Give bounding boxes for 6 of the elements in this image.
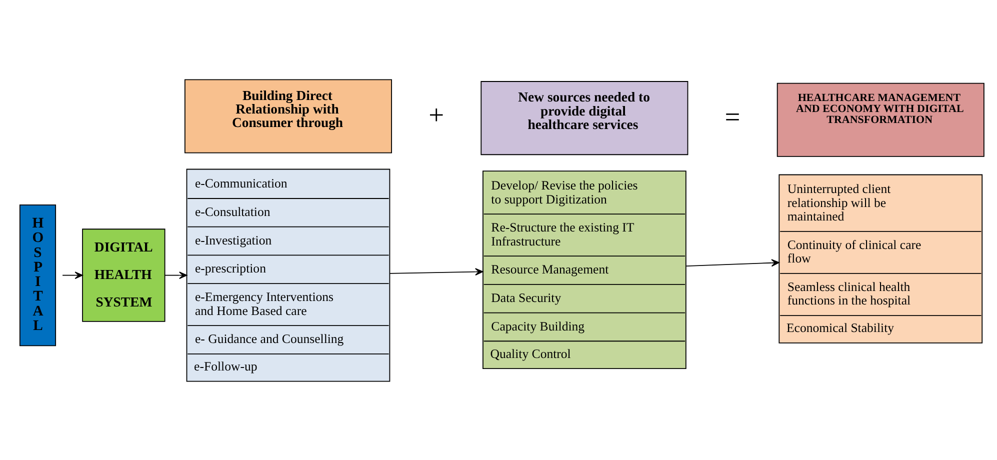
label: + [428, 99, 444, 130]
label: = [724, 101, 740, 132]
arrow [686, 258, 780, 266]
arrow [390, 268, 484, 276]
arrow [164, 271, 188, 279]
arrow [62, 271, 83, 279]
